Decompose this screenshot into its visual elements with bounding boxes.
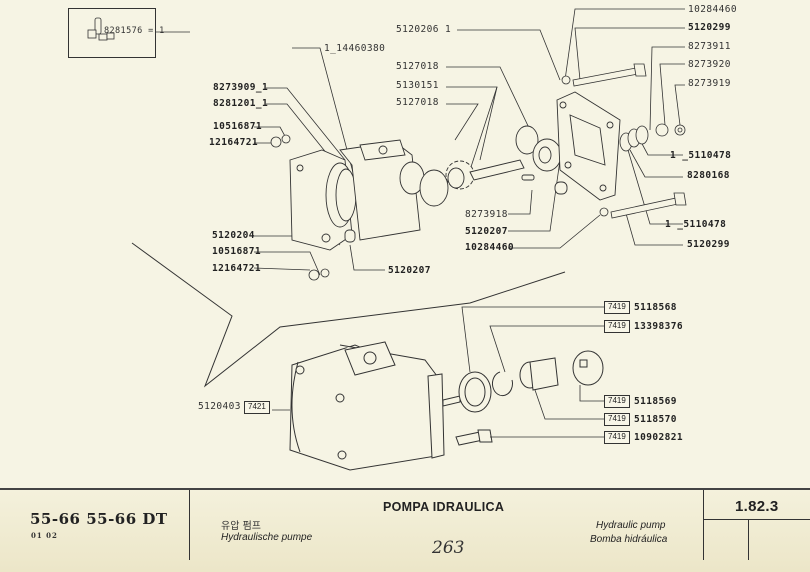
part-label: 5127018 [396, 61, 439, 72]
ref-box: 7419 [604, 431, 630, 444]
part-label: 8273919 [688, 78, 731, 89]
divider [748, 519, 749, 560]
leader-10516871-top [254, 126, 287, 139]
part-label: 5120204 [212, 230, 255, 241]
part-label: 10516871 [212, 246, 261, 257]
part-label: 5120206 1 [396, 24, 452, 35]
part-label: 1_14460380 [324, 43, 386, 54]
part-label: 5120207 [465, 226, 508, 237]
part-label: 13398376 [634, 321, 683, 332]
part-label: 8273918 [465, 209, 508, 220]
leader-10284460-bot [508, 214, 601, 249]
leader-8273918 [508, 189, 533, 215]
nut-washer-upper [270, 134, 330, 281]
leader-5127018-b [446, 103, 479, 141]
leader-8281201 [266, 103, 341, 171]
leader-5118570 [534, 389, 606, 420]
leader-5120207-bot [349, 244, 385, 271]
ref-box: 7419 [604, 301, 630, 314]
page-title: POMPA IDRAULICA [383, 500, 505, 514]
end-cover-plate [556, 91, 621, 201]
part-label: 10516871 [213, 121, 262, 132]
part-label: 5118568 [634, 302, 677, 313]
part-label: 5118569 [634, 396, 677, 407]
ref-box: 7419 [604, 320, 630, 333]
leader-5118568 [461, 306, 606, 373]
drive-coupling-parts [455, 350, 604, 446]
leader-5120206 [457, 29, 561, 81]
section-code: 1.82.3 [735, 498, 779, 515]
seal-kit-box [68, 8, 156, 58]
part-label: 12164721 [209, 137, 258, 148]
bolts-upper [561, 63, 687, 219]
title-block: 55-66 55-66 DT 01 02 POMPA IDRAULICA 유압 … [0, 488, 810, 572]
leader-5120299-top [574, 27, 685, 81]
leader-8273909 [266, 87, 346, 161]
part-label: 8273920 [688, 59, 731, 70]
leader-13398376 [489, 325, 606, 373]
part-label: 10902821 [634, 432, 683, 443]
part-label: 8281201_1 [213, 98, 269, 109]
model-codes: 01 02 [31, 531, 58, 540]
leader-8280168 [629, 149, 683, 178]
leader-10516871-bot [254, 251, 321, 276]
gear-set [399, 125, 568, 207]
leader-14460380 [292, 47, 356, 181]
part-label: 1 _5110478 [670, 150, 732, 161]
part-label: 10284460 [465, 242, 514, 253]
part-label: 8280168 [687, 170, 730, 181]
leader-5110478-b [627, 149, 683, 225]
part-label: 12164721 [212, 263, 261, 274]
leader-5118569 [579, 385, 606, 402]
part-label: 5120207 [388, 265, 431, 276]
title-korean: 유압 펌프 [221, 521, 261, 532]
title-german: Hydraulische pumpe [221, 532, 313, 543]
part-label: 10284460 [688, 4, 737, 15]
part-label: 5120299 [687, 239, 730, 250]
part-label: 5130151 [396, 80, 439, 91]
leader-8273919 [674, 84, 685, 126]
divider [189, 490, 190, 560]
leader-5110478-a [639, 139, 683, 156]
leader-12164721-bot [253, 267, 311, 271]
part-label: 1 _5110478 [665, 219, 727, 230]
model-designation: 55-66 55-66 DT [30, 510, 168, 528]
divider [703, 490, 704, 560]
pump-assembly-lower [289, 341, 461, 471]
ref-box: 7419 [604, 413, 630, 426]
leader-8273920 [659, 63, 685, 126]
detail-callout-outline [131, 242, 566, 388]
leader-5130151 [446, 86, 498, 171]
part-label: 5127018 [396, 97, 439, 108]
part-label: 5118570 [634, 414, 677, 425]
ref-box: 7419 [604, 395, 630, 408]
handwritten-page-number: 263 [432, 538, 465, 558]
leader-5127018-a [446, 66, 531, 131]
part-label: 5120299 [688, 22, 731, 33]
exploded-view-drawing [87, 8, 687, 471]
pump-assembly-label: 5120403 [198, 401, 241, 412]
seal-kit-label: 8281576 = 1 [104, 26, 165, 36]
leader-5120299-bot [624, 209, 683, 246]
ref-box: 7421 [244, 401, 270, 414]
leader-10284460-top [564, 8, 685, 81]
part-label: 8273911 [688, 41, 731, 52]
part-label: 8273909_1 [213, 82, 269, 93]
divider [703, 519, 810, 520]
leader-5120207-mid [508, 159, 561, 232]
leader-8273911 [649, 46, 685, 131]
title-spanish: Bomba hidráulica [590, 534, 668, 545]
relief-valve-parts [619, 123, 686, 152]
title-english: Hydraulic pump [596, 520, 666, 531]
pump-body-upper [289, 139, 421, 251]
seal-kit-icon [87, 17, 115, 41]
